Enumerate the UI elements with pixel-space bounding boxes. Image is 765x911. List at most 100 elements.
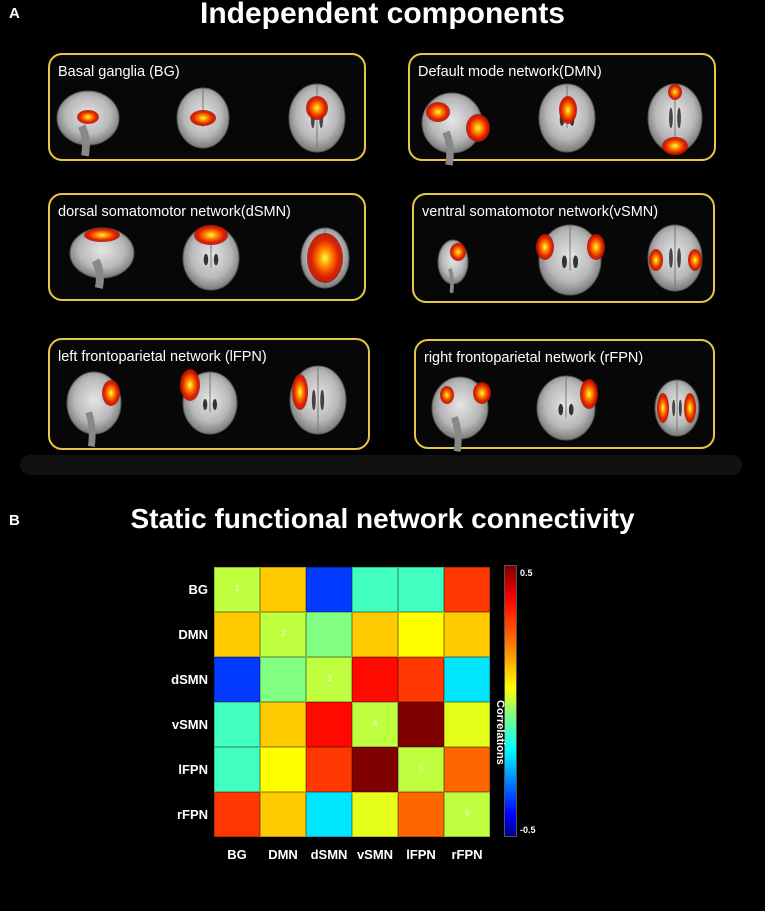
heatmap-cell [352, 567, 398, 612]
heatmap-cell [444, 792, 490, 837]
heatmap-cell [306, 702, 352, 747]
heatmap-col-label: lFPN [406, 847, 436, 862]
activation-blob [684, 393, 696, 423]
panel-a-label: A [9, 5, 20, 22]
heatmap-cell [260, 792, 306, 837]
activation-blob [688, 249, 702, 271]
heatmap-cell [352, 657, 398, 702]
heatmap-cell [214, 702, 260, 747]
activation-blob [292, 374, 308, 410]
heatmap-cell [260, 747, 306, 792]
heatmap-cell [214, 612, 260, 657]
heatmap-cell [214, 747, 260, 792]
heatmap-cell [306, 747, 352, 792]
colorbar-max-tick: 0.5 [520, 568, 533, 578]
activation-blob [580, 379, 598, 409]
brainstem [442, 130, 454, 166]
ventricle [212, 398, 218, 411]
background-shadow [20, 455, 742, 475]
ventricle [669, 248, 673, 268]
activation-blob [559, 96, 577, 124]
panel-b-title: Static functional network connectivity [130, 503, 635, 534]
heatmap-diagonal-label: 1 [235, 583, 240, 593]
activation-blob [77, 110, 99, 124]
colorbar-min-tick: -0.5 [520, 825, 536, 835]
heatmap-col-label: DMN [268, 847, 298, 862]
heatmap-diagonal-label: 2 [281, 628, 286, 638]
ventricle [677, 248, 681, 268]
heatmap-cell [444, 747, 490, 792]
activation-blob [440, 386, 454, 404]
activation-blob [426, 102, 450, 122]
heatmap-cell [398, 702, 444, 747]
activation-blob [307, 233, 343, 283]
ventricle [561, 255, 567, 269]
heatmap-cell [260, 657, 306, 702]
panel-a-title: Independent components [199, 0, 565, 30]
activation-blob [473, 382, 491, 404]
ventricle [678, 399, 682, 417]
activation-blob [306, 96, 328, 120]
brainstem [451, 416, 462, 452]
heatmap-row-label: vSMN [171, 716, 208, 732]
heatmap-cell [398, 567, 444, 612]
heatmap-cell [398, 792, 444, 837]
heatmap-row-label: dSMN [171, 671, 208, 687]
ventricle [568, 403, 574, 416]
heatmap-cell [214, 657, 260, 702]
heatmap-cell [306, 567, 352, 612]
heatmap-col-label: dSMN [310, 847, 348, 862]
brain-images [56, 83, 703, 452]
ventricle [203, 253, 209, 266]
ventricle [672, 399, 676, 417]
ventricle [202, 398, 208, 411]
component-label: Default mode network(DMN) [418, 64, 602, 80]
heatmap-col-label: BG [227, 847, 247, 862]
colorbar [504, 565, 517, 837]
activation-blob [466, 114, 490, 142]
heatmap-cell [444, 702, 490, 747]
heatmap-cell [260, 567, 306, 612]
heatmap-cell [352, 612, 398, 657]
brainstem [78, 124, 90, 157]
activation-blob [649, 249, 663, 271]
activation-blob [587, 234, 605, 260]
activation-blob [662, 137, 688, 155]
brainstem [448, 268, 454, 294]
activation-blob [194, 225, 228, 245]
heatmap-cell [398, 747, 444, 792]
panel-b-label: B [9, 512, 20, 529]
heatmap-row-label: lFPN [178, 761, 208, 777]
heatmap-cell [260, 702, 306, 747]
heatmap-col-label: vSMN [356, 847, 394, 862]
activation-blob [450, 243, 466, 261]
ventricle [311, 389, 316, 411]
activation-blob [84, 228, 120, 242]
heatmap-cell [444, 567, 490, 612]
heatmap-cell [352, 792, 398, 837]
heatmap-diagonal-label: 4 [373, 718, 378, 728]
component-label: left frontoparietal network (lFPN) [58, 349, 267, 365]
component-label: Basal ganglia (BG) [58, 64, 180, 80]
heatmap-cell [352, 702, 398, 747]
activation-blob [536, 234, 554, 260]
component-label: ventral somatomotor network(vSMN) [422, 204, 659, 220]
ventricle [320, 389, 325, 411]
activation-blob [657, 393, 669, 423]
heatmap-cell [398, 657, 444, 702]
heatmap-cell [444, 657, 490, 702]
activation-blob [102, 380, 120, 406]
heatmap-cell [352, 747, 398, 792]
ventricle [558, 403, 564, 416]
activation-blob [668, 84, 682, 100]
heatmap-cell [398, 612, 444, 657]
ventricle [669, 107, 673, 129]
brainstem [85, 411, 96, 447]
activation-blob [180, 369, 200, 401]
heatmap-cell [214, 792, 260, 837]
heatmap-cell [214, 567, 260, 612]
colorbar-label: Correlations [494, 700, 506, 765]
heatmap-row-label: rFPN [176, 806, 208, 822]
ventricle [573, 255, 579, 269]
heatmap-cell [260, 612, 306, 657]
